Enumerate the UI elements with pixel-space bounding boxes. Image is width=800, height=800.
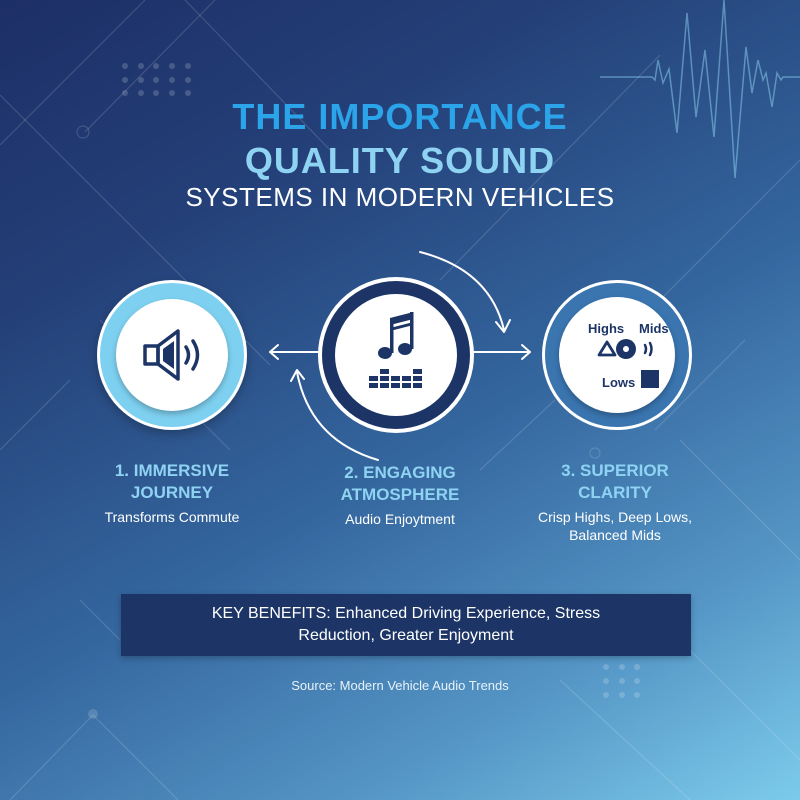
frequency-icons (597, 339, 659, 388)
step-1-label: 1. IMMERSIVE JOURNEY Transforms Commute (62, 460, 282, 526)
step-3-heading-line-1: 3. SUPERIOR (561, 461, 669, 480)
step-2-description: Audio Enjoytment (345, 511, 455, 527)
step-1-heading-line-2: JOURNEY (130, 483, 214, 502)
immersive-journey-circle (97, 280, 247, 430)
superior-clarity-circle: Highs Mids Lows (542, 280, 692, 430)
title-line-1: THE IMPORTANCE (232, 96, 568, 137)
music-note-equalizer-icon (369, 312, 422, 388)
triangle-icon (597, 340, 617, 357)
square-icon (641, 370, 659, 388)
title-line-3: SYSTEMS IN MODERN VEHICLES (185, 182, 615, 212)
sound-wave-icon (643, 341, 653, 357)
title-line-2: QUALITY SOUND (244, 140, 556, 181)
lows-label: Lows (602, 375, 636, 390)
step-2-heading-line-1: 2. ENGAGING (344, 463, 456, 482)
step-3-label: 3. SUPERIOR CLARITY Crisp Highs, Deep Lo… (505, 460, 725, 544)
step-2-label: 2. ENGAGING ATMOSPHERE Audio Enjoytment (290, 462, 510, 528)
step-3-description-line-1: Crisp Highs, Deep Lows, (537, 509, 693, 525)
engaging-atmosphere-circle (318, 277, 474, 433)
step-3-heading-line-2: CLARITY (578, 483, 652, 502)
step-3-description-line-2: Balanced Mids (569, 527, 661, 543)
key-benefits-banner: KEY BENEFITS: Enhanced Driving Experienc… (121, 594, 691, 656)
source-caption: Source: Modern Vehicle Audio Trends (291, 678, 509, 693)
highs-label: Highs (588, 321, 625, 336)
key-benefits-text: KEY BENEFITS: Enhanced Driving Experienc… (211, 605, 601, 644)
step-1-heading-line-1: 1. IMMERSIVE (114, 461, 230, 480)
step-2-heading-line-2: ATMOSPHERE (340, 485, 460, 504)
speaker-icon (143, 329, 200, 381)
step-1-description: Transforms Commute (104, 509, 240, 525)
mids-label: Mids (639, 321, 669, 336)
